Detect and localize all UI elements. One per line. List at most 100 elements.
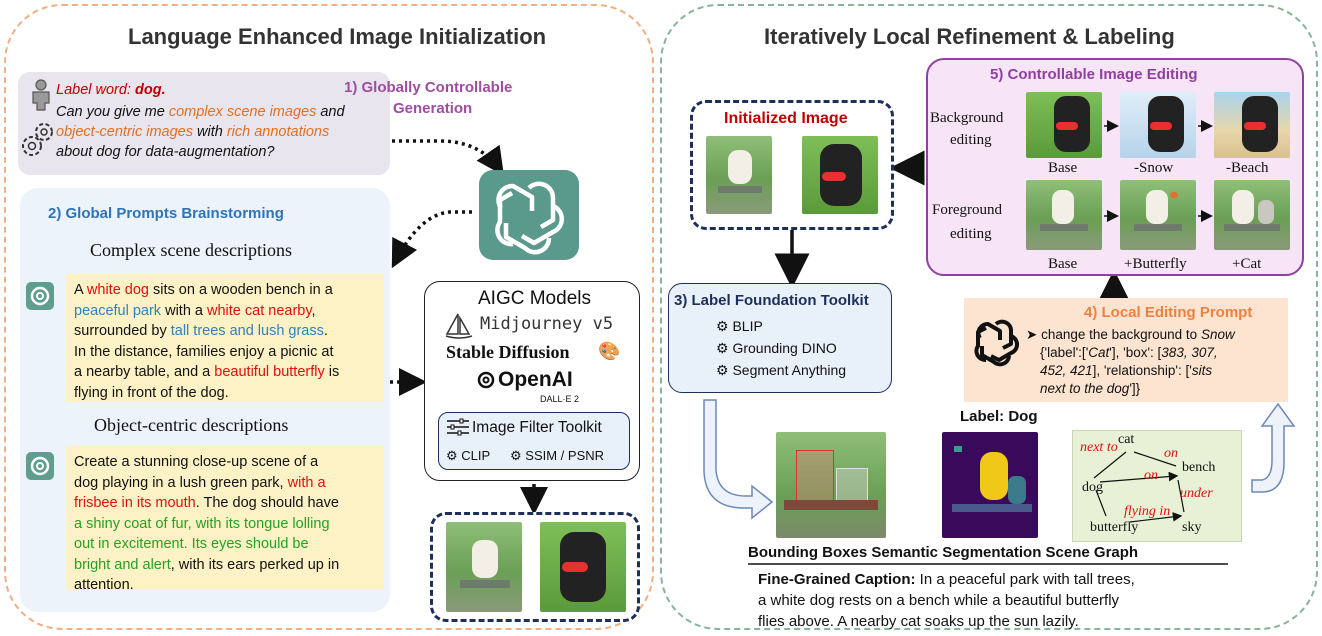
query-line-1: Can you give me complex scene images and [56,102,345,122]
sg-relation-next-to: next to [1080,440,1118,455]
desc-text: . The dog should have [195,495,339,511]
label-foundation-toolkit [668,283,892,393]
caption-line-1: Fine-Grained Caption: In a peaceful park… [758,570,1135,590]
image-base-background [1026,92,1102,158]
editing-title: 5) Controllable Image Editing [990,66,1198,83]
ssim-item: ⚙ SSIM / PSNR [510,448,605,463]
local-editing-prompt-box [964,298,1288,402]
palette-icon: 🎨 [598,341,621,361]
toolkit-item-label: BLIP [732,318,763,334]
prompt-text: ], 'relationship': [' [1092,363,1192,378]
prompt-line-4: next to the dog']} [1040,380,1140,398]
step2-title: 2) Global Prompts Brainstorming [48,205,284,222]
caption-butterfly: +Butterfly [1124,256,1187,272]
clip-label: CLIP [461,448,491,463]
toolkit-item-label: Grounding DINO [732,340,837,356]
desc-text: Create a stunning close-up scene of a [74,454,319,470]
sg-relation-on: on [1164,446,1178,461]
prompt-line-2: {'label':['Cat'], 'box': [383, 307, [1040,344,1218,362]
sliders-icon [446,418,470,441]
scene-graph [1072,430,1242,542]
sg-relation-on: on [1144,468,1158,483]
semantic-segmentation-image [942,432,1038,538]
midjourney-label: Midjourney v5 [480,314,614,334]
desc-text: sits on a wooden bench in a [148,282,333,298]
image-filter-toolkit [438,412,630,470]
toolkit-item-label: Segment Anything [732,362,847,378]
prompt-text: '], 'box': [ [1109,345,1162,360]
desc-object: frisbee in its mouth [74,495,196,511]
desc-text: , [311,302,316,319]
desc-text: a nearby table, and a [74,364,215,380]
sg-node-bench: bench [1182,460,1216,475]
desc-text: dog playing in a lush green park, [74,474,288,491]
object-description: Create a stunning close-up scene of a do… [66,446,384,593]
desc-attribute: out in excitement. Its eyes should be [74,536,309,552]
desc-scene: peaceful park [74,302,162,319]
desc-object: white cat nearby [207,302,312,319]
complex-description: A white dog sits on a wooden bench in a … [66,274,384,402]
query-label-line: Label word: dog. [56,80,166,100]
desc-scene: tall trees and lush grass [170,323,324,339]
query-box [18,72,390,175]
image-dog-frisbee [802,136,878,214]
bounding-boxes-image [776,432,886,538]
query-text: Can you give me [56,104,169,120]
desc-text: surrounded by [74,323,171,339]
aigc-title: AIGC Models [478,288,591,309]
desc-text: flying in front of the dog. [74,384,229,401]
caption-base: Base [1048,160,1078,176]
image-dog-frisbee [540,522,626,612]
label-value: dog. [135,82,166,98]
prompt-line-1: ➤ change the background to Snow [1026,327,1235,342]
image-snow-background [1120,92,1196,158]
caption-snow: -Snow [1134,160,1174,176]
stable-diffusion-label: Stable Diffusion [446,342,570,362]
toolkit-item: ⚙ Segment Anything [716,362,847,378]
user-icon [30,79,52,116]
image-dog-on-bench [706,136,772,214]
image-dog-on-bench [446,522,522,612]
sg-node-cat: cat [1118,432,1135,447]
openai-label: OpenAI [498,368,573,391]
image-beach-background [1214,92,1290,158]
desc-text: , with its ears perked up in [170,556,340,573]
sg-node-sky: sky [1182,520,1202,535]
chatgpt-icon [479,170,579,260]
prompt-title: 4) Local Editing Prompt [1084,304,1253,321]
desc-object: beautiful butterfly [214,364,325,380]
step1-title-line2: Generation [393,100,473,117]
query-text: and [316,104,345,120]
prompt-italic: 383, 307, [1161,345,1218,360]
ssim-label: SSIM / PSNR [525,448,605,463]
desc-text: A [74,282,87,298]
filter-title: Image Filter Toolkit [472,419,602,436]
query-highlight: rich annotations [226,124,330,140]
gear-icon [20,118,60,163]
desc-attribute: bright and alert [74,556,171,573]
caption-base: Base [1048,256,1078,272]
prompt-text: {'label':[' [1040,345,1089,360]
object-heading: Object-centric descriptions [94,415,289,435]
desc-text: . [323,323,328,339]
query-line-2: object-centric images with rich annotati… [56,122,329,142]
query-text: with [193,124,227,140]
prompt-text: ']} [1129,381,1141,396]
right-panel-frame [660,4,1318,630]
initialized-image-title: Initialized Image [724,110,848,127]
background-editing-label-line2: editing [950,132,992,148]
caption-text: In a peaceful park with tall trees, [915,571,1135,588]
image-butterfly-foreground [1120,180,1196,250]
prompt-italic: sits [1191,363,1213,378]
desc-attribute: a shiny coat of fur, with its tongue lol… [74,515,330,532]
toolkit-item: ⚙ Grounding DINO [716,340,837,356]
sg-node-butterfly: butterfly [1090,520,1139,535]
prompt-italic: 452, 421 [1040,363,1093,378]
desc-text: is [324,364,340,380]
label-dog: Label: Dog [960,408,1038,425]
desc-object: white dog [86,282,149,298]
image-cat-foreground [1214,180,1290,250]
query-highlight: complex scene images [168,104,317,120]
